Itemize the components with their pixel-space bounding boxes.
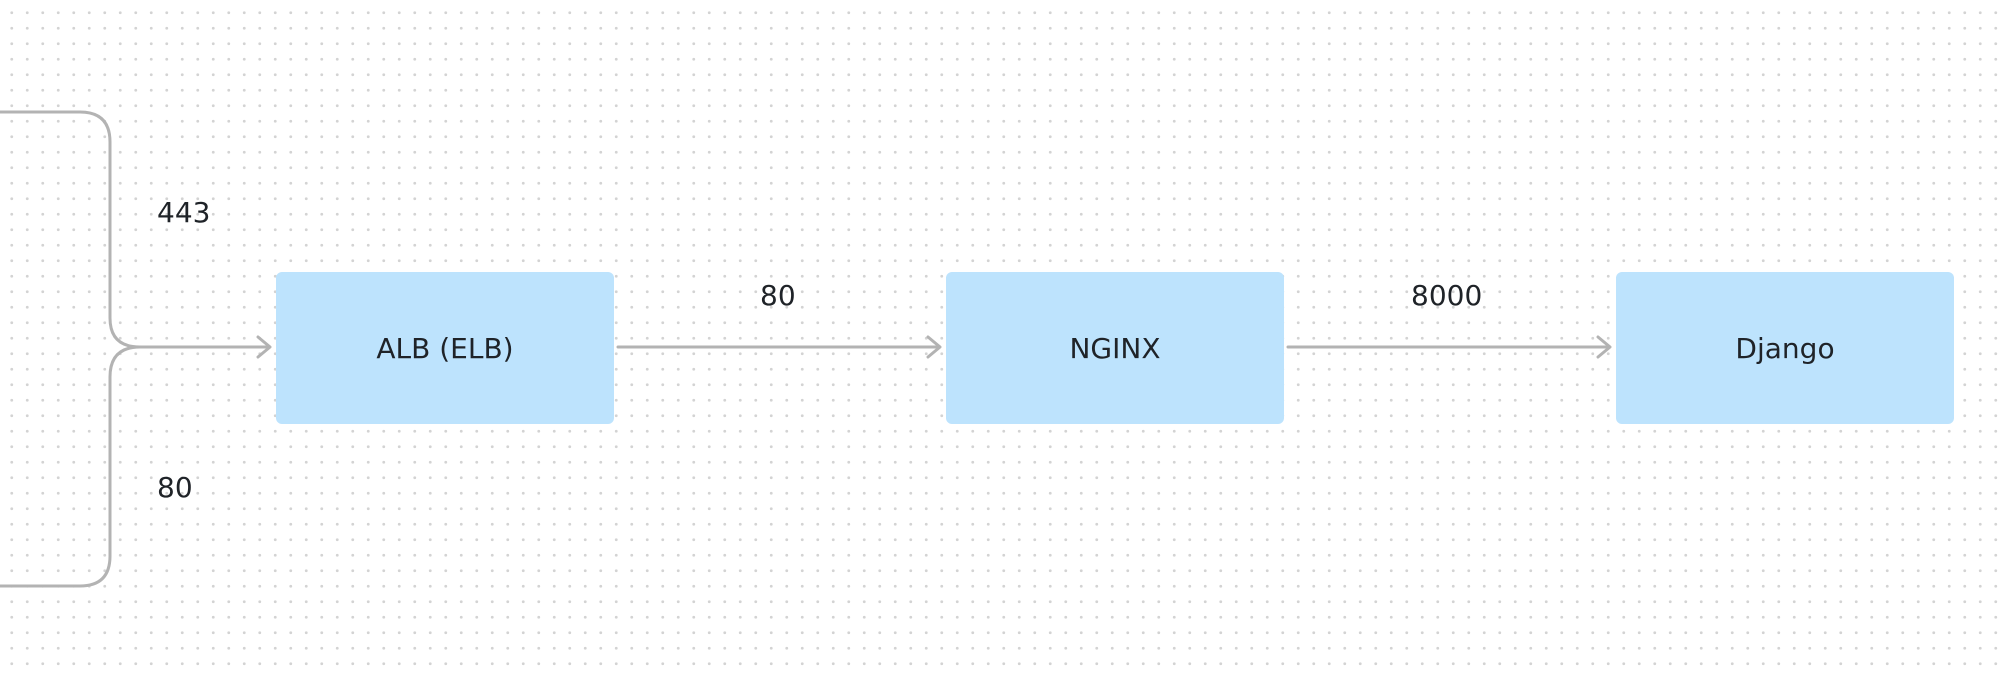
alb-arrowhead (256, 335, 272, 359)
django-node[interactable]: Django (1616, 272, 1954, 424)
nginx-to-django-port-label: 8000 (1411, 279, 1483, 312)
django-arrowhead (1596, 335, 1612, 359)
nginx-node-label: NGINX (1069, 331, 1161, 365)
alb-node[interactable]: ALB (ELB) (276, 272, 614, 424)
nginx-arrowhead (926, 335, 942, 359)
incoming-https-port-label: 443 (157, 196, 211, 229)
alb-to-nginx-port-label: 80 (760, 279, 796, 312)
django-node-label: Django (1735, 331, 1835, 365)
incoming-http-port-label: 80 (157, 471, 193, 504)
incoming-https-connector (0, 110, 270, 349)
alb-node-label: ALB (ELB) (376, 331, 514, 365)
incoming-http-connector (0, 345, 142, 588)
nginx-node[interactable]: NGINX (946, 272, 1284, 424)
